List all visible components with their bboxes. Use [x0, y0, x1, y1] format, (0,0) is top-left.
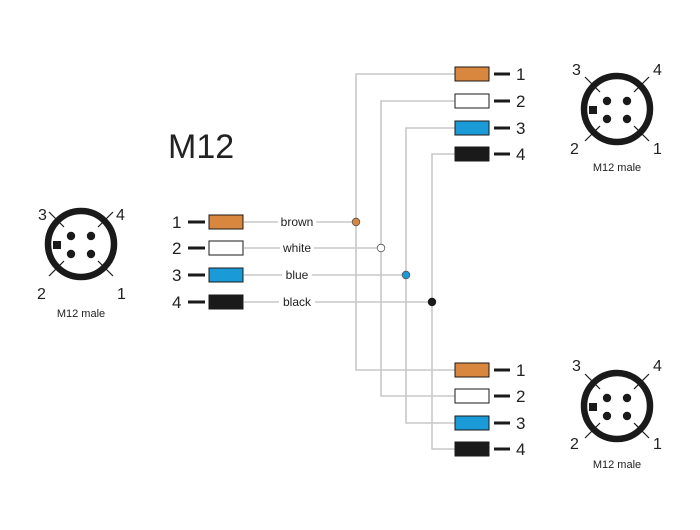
- left-connector-pin-2: 2: [37, 286, 46, 303]
- right-top-connector-pin-4: 4: [653, 62, 662, 79]
- right-top-swatch-blue: [454, 120, 490, 136]
- right-top-pin-group: 1 2 3 4: [454, 65, 525, 164]
- right-bottom-swatch-blue: [454, 415, 490, 431]
- right-bottom-pin-number-2: 2: [516, 387, 525, 406]
- junction-dot-black: [427, 297, 437, 307]
- right-bottom-pin-group: 1 2 3 4: [454, 361, 525, 459]
- diagram-title: M12: [168, 128, 234, 166]
- left-pin-number-1: 1: [172, 213, 181, 232]
- left-connector-pin-1: 1: [117, 286, 126, 303]
- m12-connector-icon-right-bottom: 3 4 2 1: [570, 358, 662, 453]
- right-bottom-pin-number-1: 1: [516, 361, 525, 380]
- right-bottom-connector-pin-4: 4: [653, 358, 662, 375]
- right-bottom-connector-pin-2: 2: [570, 436, 579, 453]
- right-bottom-pin-number-3: 3: [516, 414, 525, 433]
- right-top-pin-number-2: 2: [516, 92, 525, 111]
- left-pin-group: 1 2 3 4: [172, 213, 244, 312]
- left-connector-pin-4: 4: [116, 207, 125, 224]
- left-pin-number-3: 3: [172, 266, 181, 285]
- wire-blue-bus: [405, 127, 455, 424]
- right-bottom-swatch-brown: [454, 362, 490, 378]
- right-top-pin-number-4: 4: [516, 145, 525, 164]
- left-wire-swatch-brown: [208, 214, 244, 230]
- right-top-connector-pin-2: 2: [570, 141, 579, 158]
- left-wire-swatch-blue: [208, 267, 244, 283]
- connector-label-right-top: M12 male: [593, 162, 641, 174]
- wire-label-white: white: [282, 241, 311, 255]
- wire-label-blue: blue: [286, 268, 309, 282]
- left-connector-pin-3: 3: [38, 207, 47, 224]
- junction-dot-white: [376, 243, 386, 253]
- right-bottom-swatch-black: [454, 441, 490, 457]
- right-top-connector-pin-1: 1: [653, 141, 662, 158]
- right-bottom-pin-number-4: 4: [516, 440, 525, 459]
- connector-label-right-bottom: M12 male: [593, 459, 641, 471]
- connector-label-left: M12 male: [57, 308, 105, 320]
- right-top-connector-pin-3: 3: [572, 62, 581, 79]
- wire-label-brown: brown: [281, 215, 314, 229]
- right-top-pin-number-1: 1: [516, 65, 525, 84]
- m12-connector-icon-left: 3 4 2 1: [37, 207, 126, 303]
- junction-dot-blue: [401, 270, 411, 280]
- right-top-pin-number-3: 3: [516, 119, 525, 138]
- junction-dot-brown: [351, 217, 361, 227]
- right-top-swatch-black: [454, 146, 490, 162]
- wire-white-bus: [380, 100, 455, 397]
- m12-connector-icon-right-top: 3 4 2 1: [570, 62, 662, 158]
- right-top-swatch-brown: [454, 66, 490, 82]
- right-top-swatch-white: [454, 93, 490, 109]
- left-wire-swatch-white: [208, 240, 244, 256]
- left-pin-number-4: 4: [172, 293, 181, 312]
- right-bottom-connector-pin-1: 1: [653, 436, 662, 453]
- right-bottom-connector-pin-3: 3: [572, 358, 581, 375]
- wiring-lines: [244, 73, 455, 450]
- left-pin-number-2: 2: [172, 239, 181, 258]
- right-bottom-swatch-white: [454, 388, 490, 404]
- wire-label-black: black: [283, 295, 312, 309]
- left-wire-swatch-black: [208, 294, 244, 310]
